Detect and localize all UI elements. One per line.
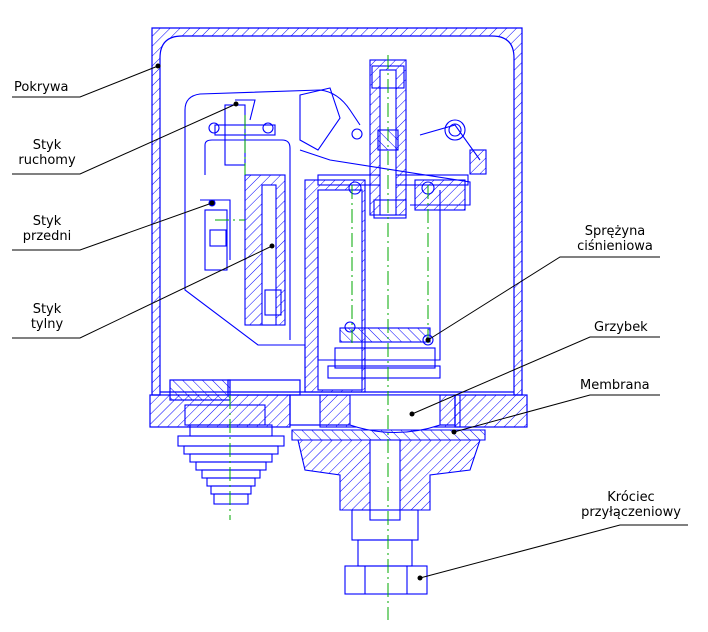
label-sprezyna-line1: Sprężyna <box>584 224 646 239</box>
center-lines <box>215 55 429 620</box>
leader-grzybek <box>411 336 660 415</box>
lever-spring <box>299 119 487 206</box>
label-membrana: Membrana <box>580 378 650 393</box>
leader-membrana <box>453 394 660 433</box>
label-krociec: Króciec przyłączeniowy <box>566 490 696 520</box>
label-styk-ruchomy-line1: Styk <box>32 138 62 153</box>
label-krociec-line2: przyłączeniowy <box>581 505 681 520</box>
label-styk-tylny-line1: Styk <box>32 302 62 317</box>
label-sprezyna-line2: ciśnieniowa <box>577 239 653 254</box>
label-grzybek: Grzybek <box>594 320 648 335</box>
label-sprezyna: Sprężyna ciśnieniowa <box>560 224 670 254</box>
leader-pokrywa <box>12 65 159 98</box>
label-krociec-line1: Króciec <box>607 490 655 505</box>
label-styk-przedni-line1: Styk <box>32 214 62 229</box>
leader-styk-tylny <box>12 245 273 339</box>
label-pokrywa: Pokrywa <box>14 80 69 95</box>
label-styk-ruchomy-line2: ruchomy <box>18 153 76 168</box>
label-styk-przedni-line2: przedni <box>22 229 72 244</box>
leader-dots <box>155 63 457 581</box>
label-styk-tylny: Styk tylny <box>12 302 82 332</box>
leader-styk-ruchomy <box>12 103 237 175</box>
label-styk-przedni: Styk przedni <box>12 214 82 244</box>
leader-styk-przedni <box>12 202 213 251</box>
cable-gland <box>177 404 285 505</box>
label-styk-tylny-line2: tylny <box>30 317 64 332</box>
lower-body <box>291 394 486 595</box>
leader-sprezyna <box>427 256 660 341</box>
leader-krociec <box>419 524 688 579</box>
label-styk-ruchomy: Styk ruchomy <box>12 138 82 168</box>
stem-assembly <box>304 59 469 393</box>
leader-lines <box>12 65 688 579</box>
